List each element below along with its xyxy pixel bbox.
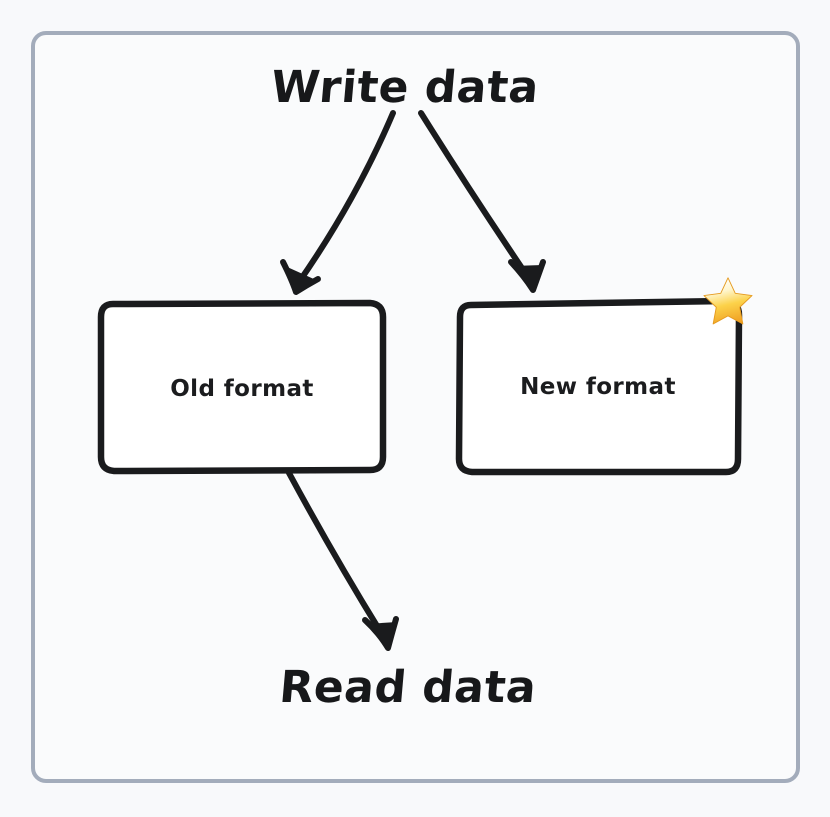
write-data-label: Write data bbox=[268, 62, 542, 113]
new-format-node[interactable] bbox=[459, 303, 739, 473]
old-format-node[interactable] bbox=[101, 303, 383, 471]
read-data-label: Read data bbox=[277, 662, 539, 713]
new-format-label: New format bbox=[520, 374, 676, 400]
star-icon bbox=[701, 274, 755, 328]
old-format-label: Old format bbox=[170, 376, 314, 402]
